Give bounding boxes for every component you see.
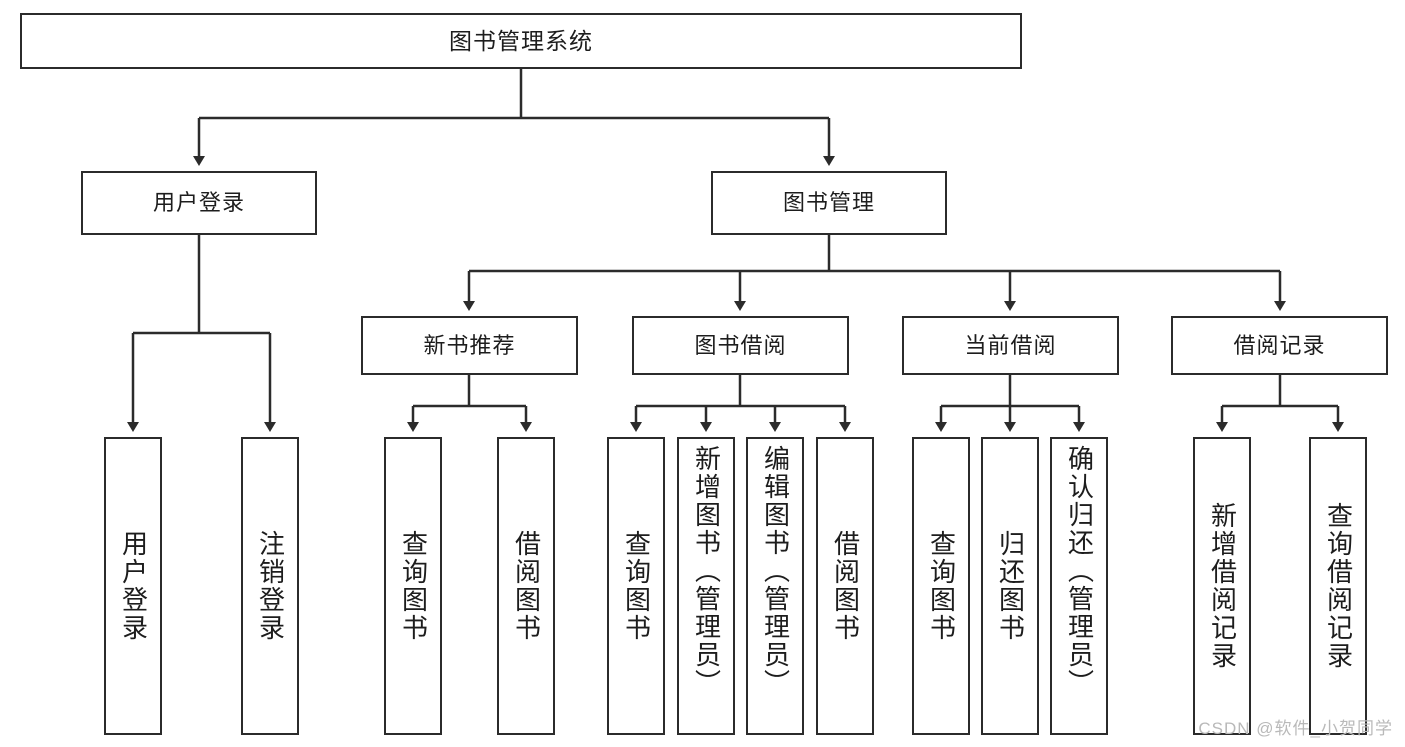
leaf-label: 确认归还（管理员） <box>1064 445 1095 697</box>
leaf-query-book-current[interactable]: 查询图书 <box>912 437 970 735</box>
node-label: 借阅记录 <box>1233 332 1326 358</box>
leaf-label: 借阅图书 <box>830 530 861 642</box>
leaf-label: 注销登录 <box>255 530 286 642</box>
leaf-query-book-borrow[interactable]: 查询图书 <box>607 437 665 735</box>
node-label: 新书推荐 <box>423 332 516 358</box>
leaf-label: 查询图书 <box>621 530 652 642</box>
watermark: CSDN @软件_小贺同学 <box>1198 719 1393 738</box>
leaf-add-borrow-record[interactable]: 新增借阅记录 <box>1193 437 1251 735</box>
leaf-label: 新增借阅记录 <box>1207 502 1238 670</box>
leaf-label: 查询借阅记录 <box>1323 502 1354 670</box>
node-label: 当前借阅 <box>964 332 1057 358</box>
leaf-borrow-book-recommend[interactable]: 借阅图书 <box>497 437 555 735</box>
leaf-query-borrow-record[interactable]: 查询借阅记录 <box>1309 437 1367 735</box>
leaf-label: 用户登录 <box>118 530 149 642</box>
leaf-user-login[interactable]: 用户登录 <box>104 437 162 735</box>
node-new-book-recommend[interactable]: 新书推荐 <box>361 316 578 375</box>
leaf-label: 查询图书 <box>398 530 429 642</box>
node-label: 图书管理系统 <box>449 27 593 54</box>
node-root-system[interactable]: 图书管理系统 <box>20 13 1022 69</box>
leaf-label: 新增图书（管理员） <box>691 445 722 697</box>
node-label: 图书借阅 <box>694 332 787 358</box>
leaf-edit-book-admin[interactable]: 编辑图书（管理员） <box>746 437 804 735</box>
leaf-add-book-admin[interactable]: 新增图书（管理员） <box>677 437 735 735</box>
node-label: 用户登录 <box>152 190 245 216</box>
node-label: 图书管理 <box>782 190 875 216</box>
node-book-borrow[interactable]: 图书借阅 <box>632 316 849 375</box>
leaf-return-book[interactable]: 归还图书 <box>981 437 1039 735</box>
leaf-borrow-book[interactable]: 借阅图书 <box>816 437 874 735</box>
leaf-label: 查询图书 <box>926 530 957 642</box>
node-borrow-record[interactable]: 借阅记录 <box>1171 316 1388 375</box>
node-user-login[interactable]: 用户登录 <box>81 171 317 235</box>
leaf-label: 编辑图书（管理员） <box>760 445 791 697</box>
leaf-label: 借阅图书 <box>511 530 542 642</box>
node-book-management[interactable]: 图书管理 <box>711 171 947 235</box>
leaf-query-book-recommend[interactable]: 查询图书 <box>384 437 442 735</box>
leaf-logout[interactable]: 注销登录 <box>241 437 299 735</box>
leaf-confirm-return-admin[interactable]: 确认归还（管理员） <box>1050 437 1108 735</box>
leaf-label: 归还图书 <box>995 530 1026 642</box>
node-current-borrow[interactable]: 当前借阅 <box>902 316 1119 375</box>
